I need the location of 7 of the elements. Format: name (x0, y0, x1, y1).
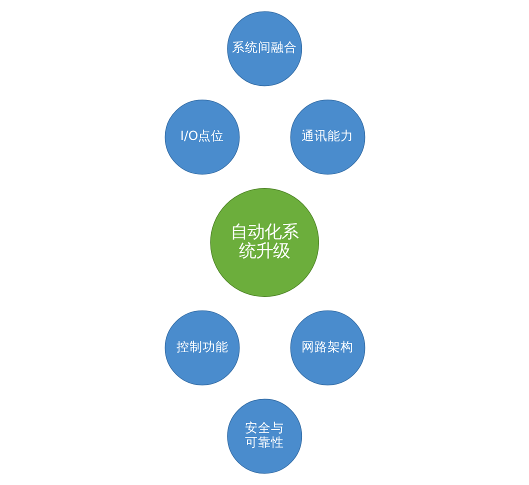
node-circle: 网路架构 (290, 310, 365, 386)
node-circle: 控制功能 (164, 310, 240, 386)
node-circle: 自动化系统升级 (210, 188, 319, 297)
node-circle: 通讯能力 (290, 100, 365, 175)
node-circle: I/O点位 (164, 100, 240, 175)
node-circle: 系统间融合 (226, 11, 302, 86)
node-circle: 安全与可靠性 (226, 398, 302, 474)
